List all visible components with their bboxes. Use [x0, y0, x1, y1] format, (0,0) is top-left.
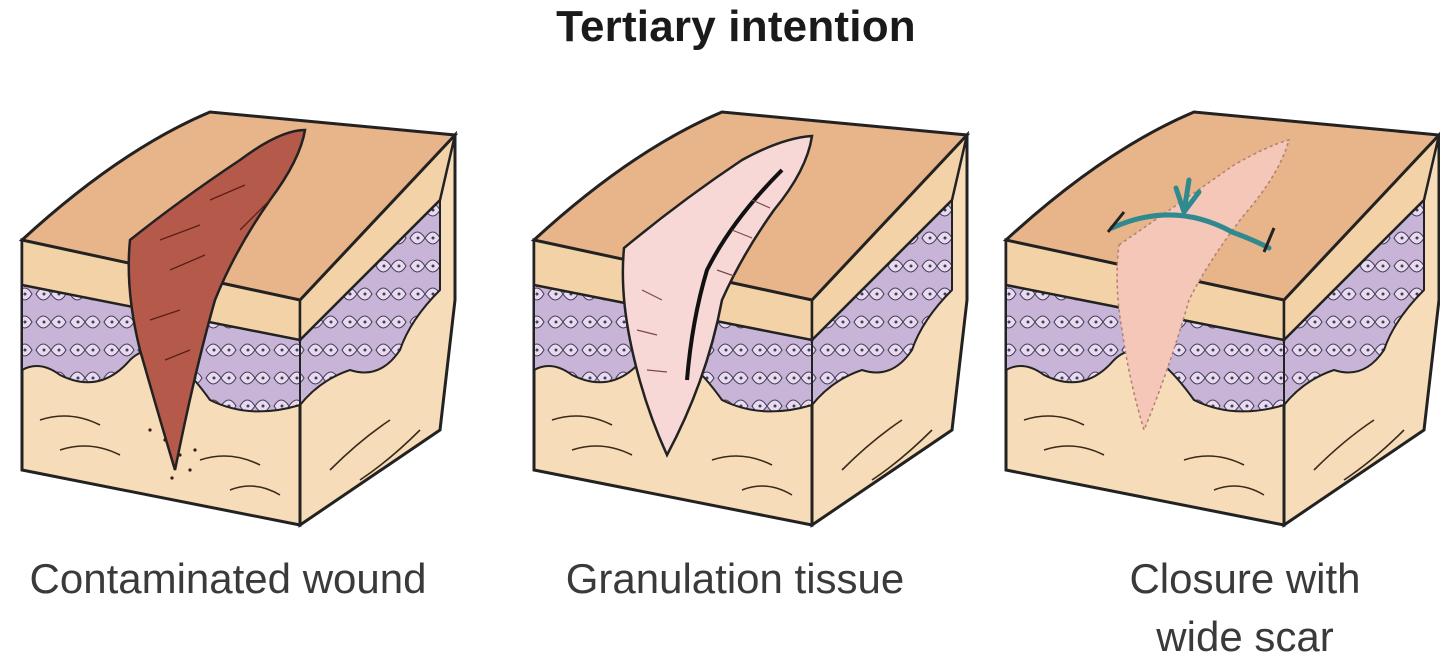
caption-contaminated-wound: Contaminated wound: [29, 555, 427, 602]
caption-line-1: Closure with: [1129, 555, 1361, 602]
suture-icon: [1106, 177, 1276, 253]
granulation-tissue-shape: [621, 134, 814, 458]
wide-scar-shape: [1116, 138, 1291, 433]
caption-line-2: wide scar: [1156, 613, 1334, 660]
caption-closure-with-wide-scar: Closure with wide scar: [1100, 550, 1390, 666]
caption-granulation-tissue: Granulation tissue: [565, 555, 905, 602]
diagram-title: Tertiary intention: [556, 2, 916, 51]
contaminated-wound-shape: [127, 128, 307, 480]
